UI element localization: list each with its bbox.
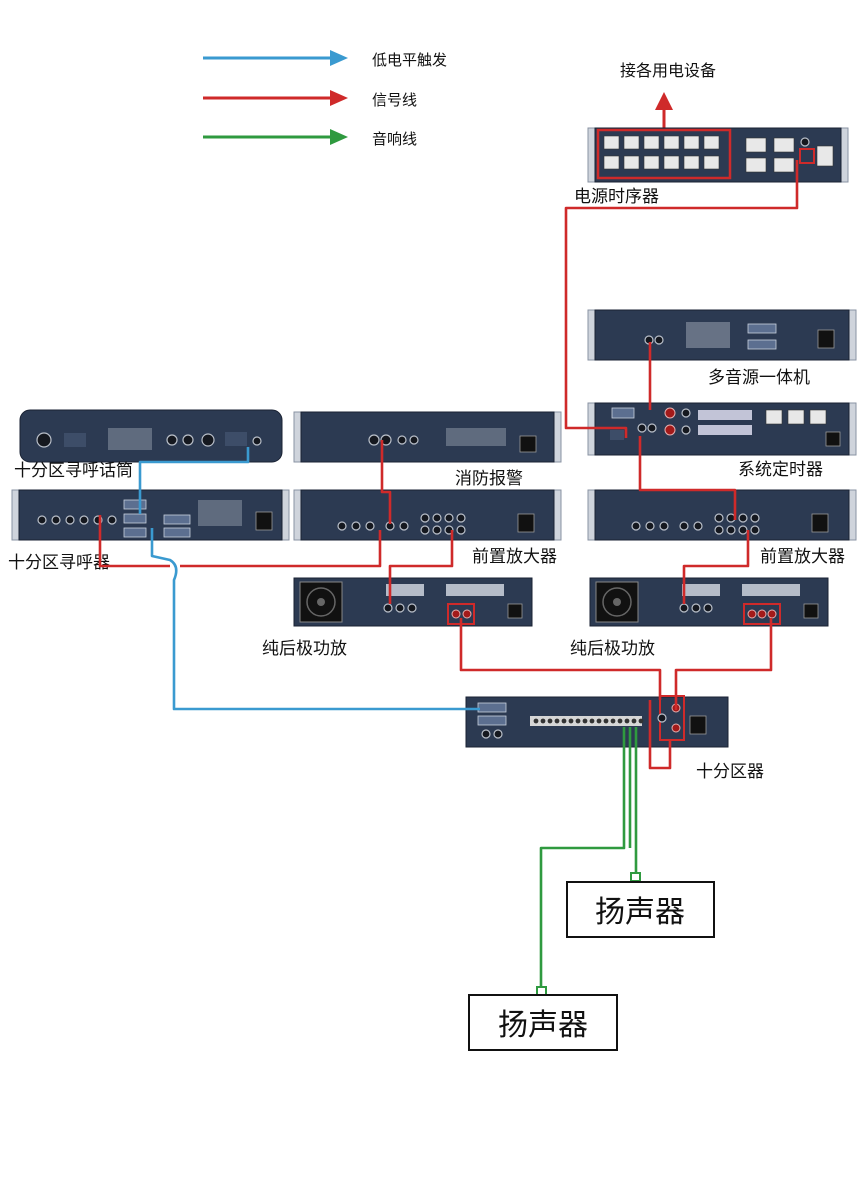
wire-red-sequencer-to-timer [564, 160, 799, 438]
outlet [623, 135, 640, 150]
device-amp-right [589, 577, 829, 627]
label-zoner: 十分区器 [696, 762, 764, 782]
legend-blue-arrow [203, 50, 348, 66]
terminal-screw [582, 718, 588, 724]
outlet [663, 155, 680, 170]
terminal-screw [589, 718, 595, 724]
wire-red-preamp-to-amp-left [388, 530, 454, 604]
outlet [703, 135, 720, 150]
label-amp-right: 纯后极功放 [570, 639, 655, 659]
device-multi-source [587, 309, 857, 361]
label-amp-left: 纯后极功放 [262, 639, 347, 659]
wire-red-preamp-right-to-amp [682, 530, 750, 604]
outlet [623, 155, 640, 170]
terminal-screw [631, 718, 637, 724]
outlet-bank [603, 135, 720, 170]
device-pager [11, 489, 290, 541]
wire-red-zoner-loop [648, 700, 672, 770]
terminal-screw [547, 718, 553, 724]
device-paging-mic [19, 409, 283, 463]
legend: 低电平触发 信号线 音响线 [203, 50, 447, 148]
wire-green-zoner-to-speaker-1 [539, 727, 626, 990]
label-paging-mic: 十分区寻呼话筒 [14, 461, 133, 481]
device-power-sequencer [587, 127, 849, 183]
device-preamp-left [293, 489, 562, 541]
legend-low-level-trigger: 低电平触发 [372, 51, 447, 69]
device-preamp-right [587, 489, 857, 541]
wire-blue-mic-to-pager [138, 447, 250, 514]
device-amp-left [293, 577, 533, 627]
wire-blue-pager-to-zoner [150, 528, 480, 711]
speaker-box-1: 扬声器 [566, 881, 715, 938]
speaker-box-2: 扬声器 [468, 994, 618, 1051]
label-pager: 十分区寻呼器 [8, 553, 110, 573]
terminal-screw [561, 718, 567, 724]
label-connect-devices: 接各用电设备 [620, 61, 716, 80]
label-multi-source: 多音源一体机 [708, 368, 810, 388]
terminal-screw [554, 718, 560, 724]
terminal-screw [568, 718, 574, 724]
outlet [663, 135, 680, 150]
legend-signal-line: 信号线 [372, 91, 417, 109]
device-fire-alarm [293, 411, 562, 463]
legend-green-arrow [203, 129, 348, 145]
wire-red-pager-to-preamp [98, 515, 382, 568]
label-fire-alarm: 消防报警 [455, 469, 523, 489]
label-preamp-right: 前置放大器 [760, 547, 845, 567]
terminal-screw [575, 718, 581, 724]
label-speaker-2: 扬声器 [498, 1008, 588, 1043]
terminal-screw [603, 718, 609, 724]
outlet [603, 155, 620, 170]
label-power-sequencer: 电源时序器 [574, 187, 659, 207]
wire-red-timer-to-preamp-right [638, 436, 737, 520]
terminal-screw [596, 718, 602, 724]
terminal-screw [617, 718, 623, 724]
wire-red-amp-right-to-zoner [674, 618, 773, 710]
terminal-screw [624, 718, 630, 724]
legend-red-arrow [203, 90, 348, 106]
outlet [603, 135, 620, 150]
outlet-group-highlight [596, 128, 732, 180]
wire-red-amp-left-to-zoner [459, 618, 662, 700]
terminal-strip [533, 718, 644, 724]
terminal-screw [610, 718, 616, 724]
device-zoner [465, 695, 729, 748]
outlet [683, 155, 700, 170]
label-preamp-left: 前置放大器 [472, 547, 557, 567]
legend-audio-line: 音响线 [372, 130, 417, 148]
outlet [703, 155, 720, 170]
outlet [643, 135, 660, 150]
terminal-screw [533, 718, 539, 724]
wire-red-fire-to-preamp [380, 440, 392, 524]
label-system-timer: 系统定时器 [738, 460, 823, 480]
terminal-screw [540, 718, 546, 724]
label-speaker-1: 扬声器 [595, 895, 685, 930]
device-system-timer [587, 402, 857, 456]
outlet [683, 135, 700, 150]
outlet [643, 155, 660, 170]
terminal-screw [638, 718, 644, 724]
up-arrow [655, 92, 673, 130]
